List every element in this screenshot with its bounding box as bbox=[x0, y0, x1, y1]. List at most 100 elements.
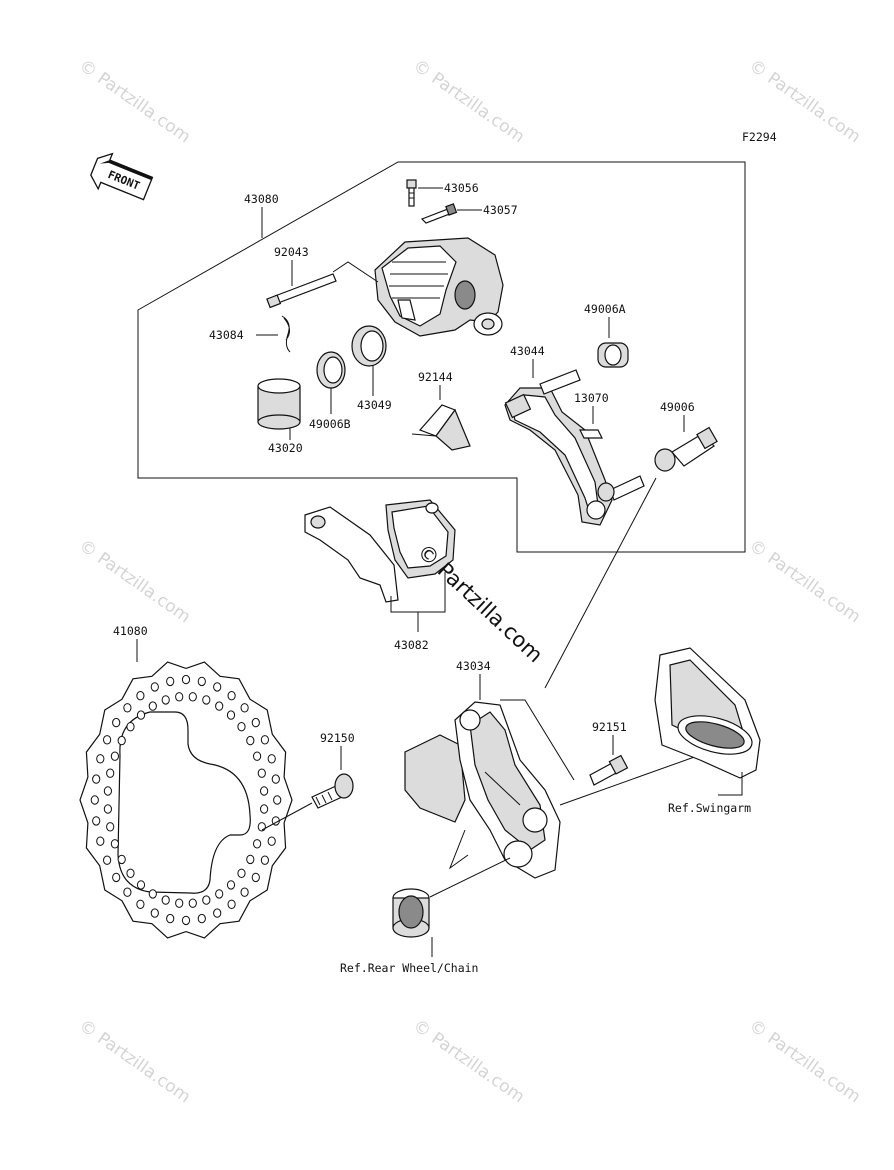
disc-hole bbox=[240, 887, 249, 897]
part-label-43044: 43044 bbox=[510, 344, 545, 358]
disc-hole bbox=[273, 795, 282, 805]
disc-hole bbox=[150, 908, 159, 918]
watermark: © Partzilla.com bbox=[75, 56, 194, 148]
disc-hole bbox=[103, 855, 112, 865]
disc-hole bbox=[253, 839, 262, 849]
wheel-collar bbox=[392, 888, 430, 938]
disc-hole bbox=[161, 695, 170, 705]
disc-hole bbox=[148, 889, 157, 899]
disc-hole bbox=[126, 868, 135, 878]
ref-rear-wheel-chain: Ref.Rear Wheel/Chain bbox=[340, 961, 478, 975]
disc-hole bbox=[148, 701, 157, 711]
disc-hole bbox=[123, 703, 132, 713]
disc-hole bbox=[112, 717, 121, 728]
part-label-43049: 43049 bbox=[357, 398, 392, 412]
disc-hole bbox=[253, 751, 262, 761]
disc-hole bbox=[188, 898, 197, 908]
bleeder-valve bbox=[406, 179, 417, 207]
center-watermark: © Partzilla.com bbox=[413, 539, 548, 667]
disc-hole bbox=[136, 899, 145, 909]
disc-hole bbox=[202, 895, 211, 905]
disc-hole bbox=[227, 691, 236, 701]
watermark: © Partzilla.com bbox=[745, 536, 864, 628]
disc-hole bbox=[106, 768, 115, 778]
part-label-49006A: 49006A bbox=[584, 302, 626, 316]
part-label-13070: 13070 bbox=[574, 391, 609, 405]
part-label-43020: 43020 bbox=[268, 441, 303, 455]
bleeder-cap bbox=[420, 203, 458, 224]
pad-retainer-clip bbox=[579, 429, 603, 439]
part-label-49006: 49006 bbox=[660, 400, 695, 414]
part-label-92043: 92043 bbox=[274, 245, 309, 259]
disc-hole bbox=[260, 735, 269, 745]
disc-hole bbox=[103, 804, 113, 814]
mount-bolt bbox=[589, 754, 629, 786]
part-label-43082: 43082 bbox=[394, 638, 429, 652]
brake-caliper-body bbox=[374, 237, 504, 337]
disc-hole bbox=[136, 691, 145, 701]
brake-pad-rear bbox=[385, 499, 456, 579]
diagram-code: F2294 bbox=[742, 130, 777, 144]
disc-hole bbox=[117, 854, 126, 865]
part-label-43080: 43080 bbox=[244, 192, 279, 206]
disc-hole bbox=[136, 880, 146, 890]
disc-hole bbox=[251, 717, 260, 728]
disc-hole bbox=[197, 676, 206, 687]
disc-hole bbox=[260, 855, 269, 865]
disc-hole bbox=[175, 692, 184, 702]
disc-hole bbox=[246, 735, 255, 746]
pin-boot-a bbox=[597, 342, 629, 368]
disc-hole bbox=[226, 880, 236, 890]
disc-hole bbox=[237, 722, 246, 732]
disc-hole bbox=[267, 836, 276, 846]
retaining-clip bbox=[281, 315, 291, 353]
part-label-49006B: 49006B bbox=[309, 417, 351, 431]
watermark: © Partzilla.com bbox=[75, 1016, 194, 1108]
part-label-92150: 92150 bbox=[320, 731, 355, 745]
disc-hole bbox=[240, 703, 249, 713]
disc-hole bbox=[103, 786, 113, 796]
disc-hole bbox=[246, 854, 255, 865]
piston-seal bbox=[351, 325, 387, 367]
front-arrow-icon: FRONT bbox=[90, 152, 154, 201]
watermark: © Partzilla.com bbox=[745, 1016, 864, 1108]
disc-hole bbox=[90, 795, 99, 805]
brake-disc bbox=[79, 661, 293, 939]
disc-hole bbox=[251, 872, 260, 883]
part-label-92144: 92144 bbox=[418, 370, 453, 384]
disc-hole bbox=[136, 710, 146, 720]
dust-seal bbox=[316, 351, 346, 389]
disc-hole bbox=[112, 872, 121, 883]
disc-hole bbox=[123, 887, 132, 897]
disc-hole bbox=[161, 895, 170, 905]
disc-hole bbox=[271, 774, 280, 784]
pin-boot bbox=[654, 426, 718, 472]
disc-hole bbox=[181, 915, 191, 926]
disc-hole bbox=[257, 768, 266, 778]
watermark: © Partzilla.com bbox=[409, 1016, 528, 1108]
disc-hole bbox=[237, 868, 246, 878]
disc-hole bbox=[166, 676, 175, 687]
disc-hole bbox=[215, 701, 224, 711]
part-label-41080: 41080 bbox=[113, 624, 148, 638]
part-label-43034: 43034 bbox=[456, 659, 491, 673]
disc-hole bbox=[227, 899, 236, 909]
disc-hole bbox=[106, 822, 115, 832]
ref-swingarm: Ref.Swingarm bbox=[668, 801, 751, 815]
part-label-43084: 43084 bbox=[209, 328, 244, 342]
disc-hole bbox=[150, 682, 159, 692]
caliper-piston bbox=[257, 378, 301, 430]
disc-hole bbox=[197, 913, 206, 924]
watermark: © Partzilla.com bbox=[409, 56, 528, 148]
disc-hole bbox=[257, 822, 266, 832]
disc-hole bbox=[175, 898, 184, 908]
disc-bolt bbox=[311, 773, 354, 809]
disc-hole bbox=[260, 804, 269, 814]
brake-pad-front bbox=[304, 506, 399, 603]
disc-hole bbox=[213, 908, 222, 918]
disc-hole bbox=[213, 682, 222, 692]
part-label-92151: 92151 bbox=[592, 720, 627, 734]
swingarm bbox=[654, 647, 761, 779]
